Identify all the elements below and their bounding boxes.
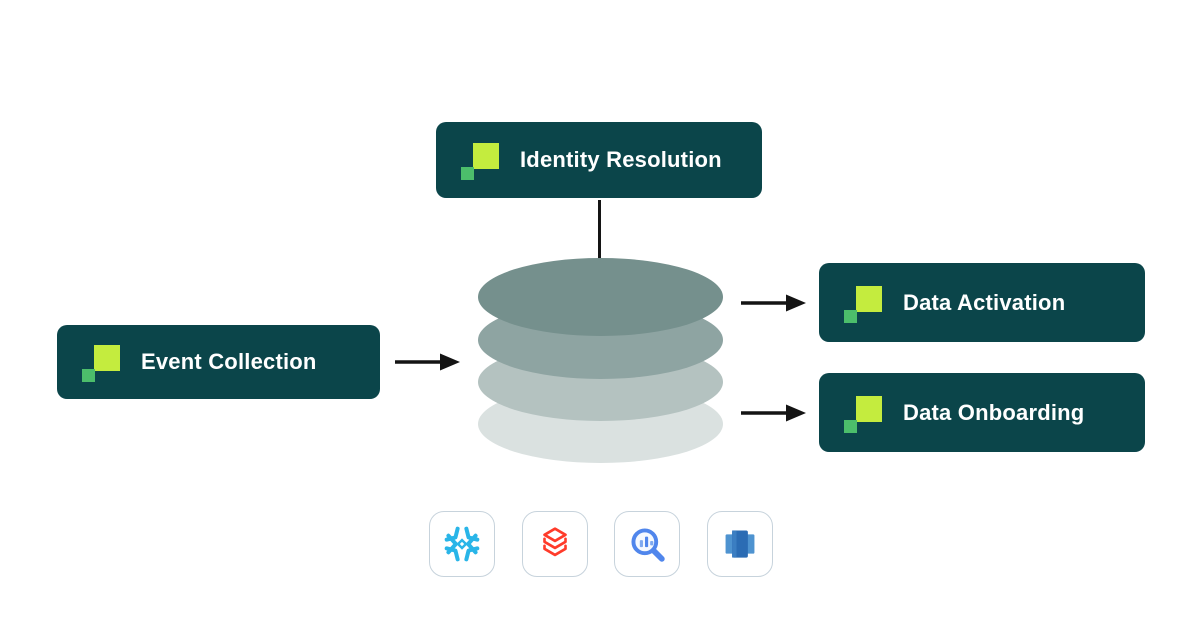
arrow-cylinder-to-onboarding <box>741 404 806 422</box>
node-label: Data Activation <box>903 289 1066 315</box>
card-redshift <box>707 511 773 577</box>
node-label: Event Collection <box>141 349 317 374</box>
brand-logo-green-square <box>844 309 857 323</box>
card-snowflake <box>429 511 495 577</box>
node-data-onboarding: Data Onboarding <box>819 373 1145 452</box>
node-label: Identity Resolution <box>520 147 722 172</box>
brand-logo-icon <box>842 393 882 433</box>
brand-logo-icon <box>80 342 120 382</box>
brand-logo-icon <box>459 140 499 180</box>
brand-logo-lime-square <box>94 345 120 371</box>
arrow-cylinder-to-activation <box>741 294 806 312</box>
brand-logo-icon <box>842 283 882 323</box>
node-event-collection: Event Collection <box>57 325 380 399</box>
brand-logo-green-square <box>82 369 95 382</box>
brand-logo-lime-square <box>473 143 499 169</box>
cylinder-layer-1 <box>478 258 723 336</box>
node-identity-resolution: Identity Resolution <box>436 122 762 198</box>
snowflake-logo-icon <box>444 526 480 562</box>
amazon-redshift-logo-icon <box>725 530 755 558</box>
card-databricks <box>522 511 588 577</box>
databricks-logo-icon <box>543 527 567 557</box>
brand-logo-lime-square <box>856 395 882 422</box>
brand-logo-lime-square <box>856 285 882 312</box>
arrow-event-to-cylinder <box>395 353 460 371</box>
brand-logo-green-square <box>461 167 474 180</box>
card-bigquery <box>614 511 680 577</box>
brand-logo-green-square <box>844 419 857 433</box>
bigquery-logo-icon <box>631 528 665 562</box>
node-data-activation: Data Activation <box>819 263 1145 342</box>
connector-identity-to-cylinder <box>598 200 601 262</box>
node-label: Data Onboarding <box>903 399 1085 425</box>
